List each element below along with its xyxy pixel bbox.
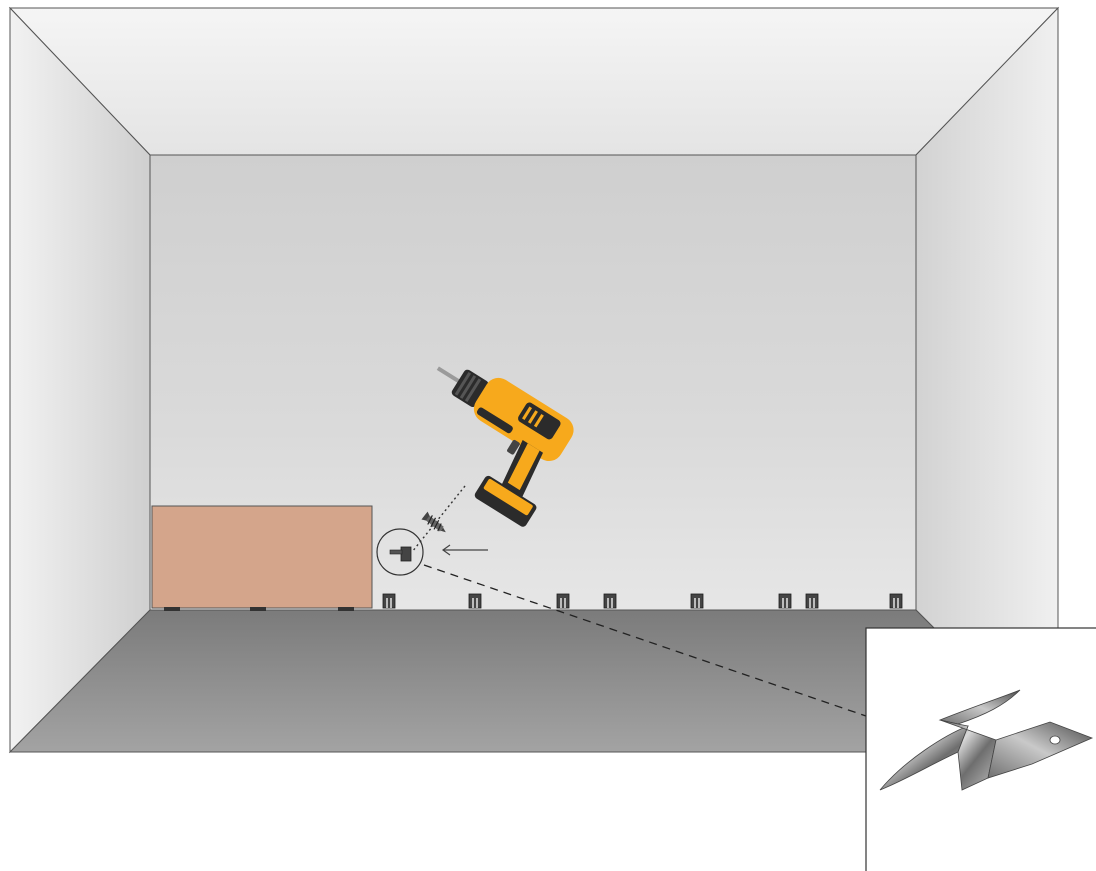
skirting-clip-icon (690, 593, 704, 609)
ceiling (8, 7, 1060, 156)
skirting-clip-icon (468, 593, 482, 609)
screw-icon (421, 511, 446, 533)
detail-inset (865, 627, 1096, 871)
skirting-clip-icon (556, 593, 570, 609)
skirting-clip-icon (889, 593, 903, 609)
detail-leader-line (423, 564, 867, 717)
skirting-clips (382, 593, 903, 609)
cabinet (151, 505, 373, 611)
skirting-clip-icon (603, 593, 617, 609)
left-arrow-icon (441, 544, 488, 556)
skirting-clip-icon (778, 593, 792, 609)
drill-icon (436, 366, 574, 527)
drill-path-line (411, 485, 466, 553)
metal-bracket-icon (879, 689, 1094, 791)
circle-highlight-icon (376, 528, 424, 576)
skirting-clip-icon (382, 593, 396, 609)
skirting-clip-icon (805, 593, 819, 609)
